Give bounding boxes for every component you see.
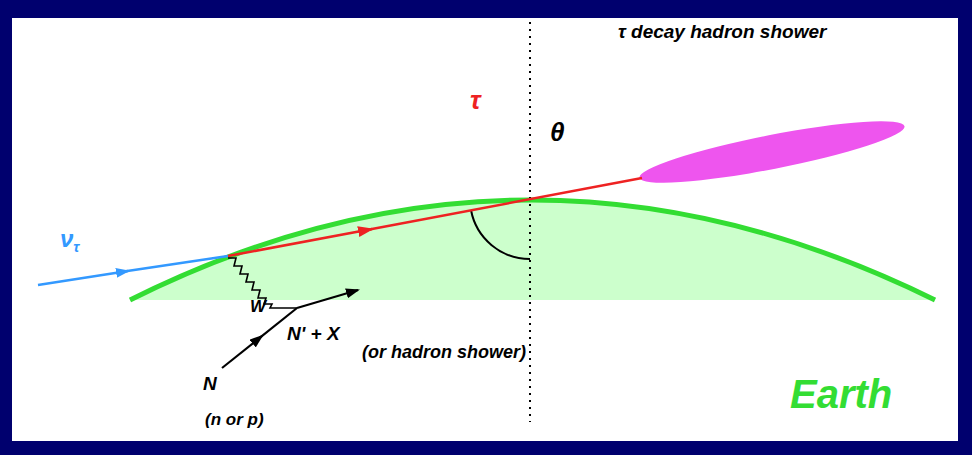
panel: [12, 18, 958, 441]
earth-label: Earth: [790, 372, 892, 416]
note-label: (or hadron shower): [362, 343, 526, 363]
boson-label: W: [250, 298, 266, 317]
vertical-line: [529, 22, 531, 422]
particle-label: N: [203, 374, 217, 395]
tau-track: [368, 178, 642, 230]
caption-label: τ decay hadron shower: [618, 22, 826, 43]
nucleon-track: [222, 336, 262, 368]
earth-surface: [130, 200, 935, 300]
product-label: N' + X: [287, 324, 340, 345]
neutrino-track: [38, 271, 128, 285]
earth-region: [130, 200, 935, 300]
nucleon-track: [297, 290, 358, 308]
note-label: (n or p): [205, 411, 264, 430]
angle-arc: [471, 210, 530, 259]
neutrino-track: [124, 256, 228, 272]
tau-track: [228, 229, 372, 256]
particle-label: τ: [470, 86, 481, 115]
hadron-shower: [636, 110, 908, 195]
particle-label: ντ: [60, 226, 79, 256]
angle-label: θ: [550, 118, 565, 147]
